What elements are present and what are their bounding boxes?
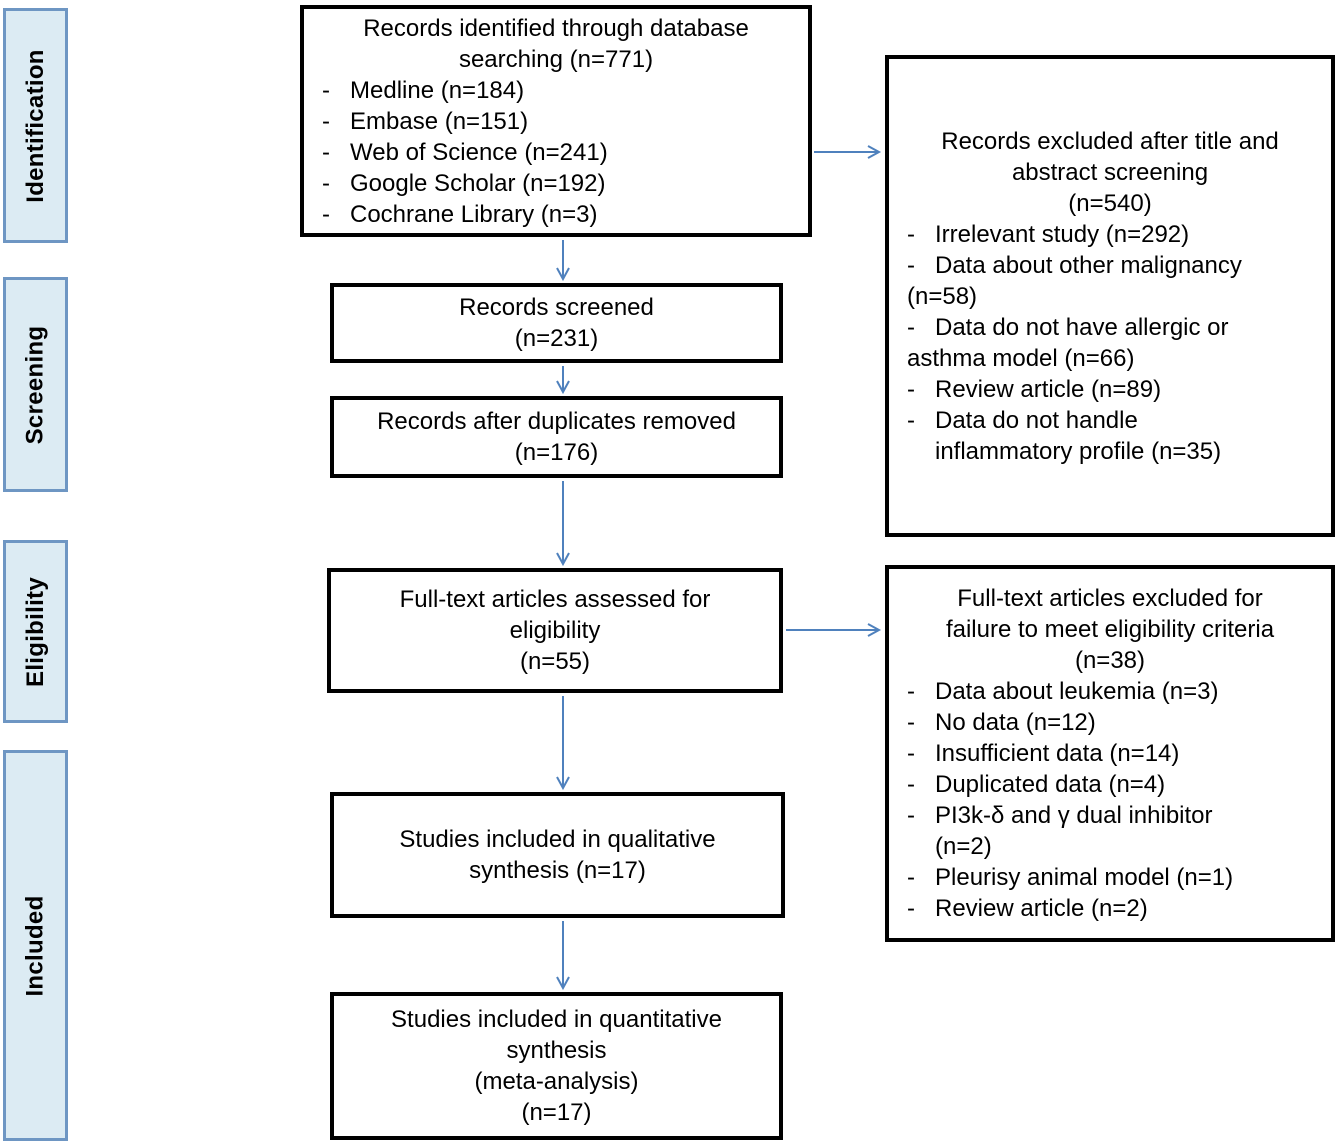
exclusion-reason-list: -Irrelevant study (n=292) -Data about ot… [889, 219, 1331, 467]
dash-bullet: - [907, 375, 915, 403]
dash-bullet: - [907, 678, 915, 705]
dash-bullet: - [907, 220, 915, 248]
box-title-line: failure to meet eligibility criteria [945, 616, 1275, 643]
list-item: -Embase (n=151) [322, 106, 800, 137]
phase-label-included: Included [21, 894, 49, 997]
box-title-line: (n=38) [1074, 647, 1146, 674]
dash-bullet: - [907, 802, 915, 829]
phase-label-screening: Screening [21, 325, 49, 444]
list-item-label: Embase (n=151) [350, 107, 529, 135]
box-title-line: (n=231) [514, 325, 599, 352]
dash-bullet: - [322, 169, 330, 197]
box-title-line: Records after duplicates removed [377, 408, 736, 435]
dash-bullet: - [907, 251, 915, 279]
list-item-label: PI3k-δ and γ dual inhibitor [935, 802, 1213, 829]
list-item: -Review article (n=89) [907, 374, 1323, 405]
list-item: -Cochrane Library (n=3) [322, 199, 800, 230]
dash-bullet: - [907, 313, 915, 341]
list-item-label: Cochrane Library (n=3) [350, 200, 598, 228]
box-title-line: Studies included in quantitative [391, 1006, 722, 1033]
phase-included: Included [3, 750, 68, 1141]
list-item: -Data do not have allergic or [907, 312, 1323, 343]
box-fulltext-excluded: Full-text articles excluded for failure … [885, 565, 1335, 942]
box-qualitative-synthesis: Studies included in qualitative synthesi… [330, 792, 785, 918]
list-item: -Data do not handle [907, 405, 1323, 436]
dash-bullet: - [907, 864, 915, 891]
exclusion-reason-list: -Data about leukemia (n=3) -No data (n=1… [889, 676, 1331, 924]
list-item: -Medline (n=184) [322, 75, 800, 106]
list-item: -Data about leukemia (n=3) [907, 676, 1323, 707]
list-item: -Pleurisy animal model (n=1) [907, 862, 1323, 893]
box-title-line: Studies included in qualitative [399, 826, 716, 853]
dash-bullet: - [907, 771, 915, 798]
dash-bullet: - [322, 138, 330, 166]
box-records-screened: Records screened (n=231) [330, 283, 783, 363]
database-list: -Medline (n=184) -Embase (n=151) -Web of… [304, 75, 808, 230]
dash-bullet: - [322, 76, 330, 104]
dash-bullet: - [907, 740, 915, 767]
dash-bullet: - [907, 895, 915, 922]
list-item: -Data about other malignancy [907, 250, 1323, 281]
list-item-label: Data do not have allergic or [935, 313, 1229, 341]
box-title-line: (n=55) [519, 648, 591, 675]
list-item-continuation: (n=2) [935, 833, 992, 860]
box-title-line: Records screened [459, 294, 654, 321]
list-item: -No data (n=12) [907, 707, 1323, 738]
list-item: -Review article (n=2) [907, 893, 1323, 924]
box-title-line: (meta-analysis) [474, 1068, 639, 1095]
list-item: -Insufficient data (n=14) [907, 738, 1323, 769]
list-item-label: Data do not handle [935, 406, 1138, 434]
list-item-label: Insufficient data (n=14) [935, 740, 1180, 767]
list-item-label: Review article (n=89) [935, 375, 1162, 403]
list-item-label: Pleurisy animal model (n=1) [935, 864, 1234, 891]
box-fulltext-assessed: Full-text articles assessed for eligibil… [327, 568, 783, 693]
list-item: -Google Scholar (n=192) [322, 168, 800, 199]
box-title-line: (n=540) [1068, 189, 1152, 217]
list-item-label: Google Scholar (n=192) [350, 169, 606, 197]
list-item: -Irrelevant study (n=292) [907, 219, 1323, 250]
box-title-line: synthesis (n=17) [469, 857, 646, 884]
list-item-label: No data (n=12) [935, 709, 1096, 736]
box-title-line: searching (n=771) [458, 45, 654, 73]
list-item-continuation: asthma model (n=66) [907, 344, 1135, 372]
phase-identification: Identification [3, 8, 68, 243]
phase-screening: Screening [3, 277, 68, 492]
box-title-line: Full-text articles excluded for [957, 585, 1263, 612]
dash-bullet: - [907, 709, 915, 736]
list-item-label: Medline (n=184) [350, 76, 525, 104]
dash-bullet: - [322, 200, 330, 228]
box-title-line: Records excluded after title and [941, 127, 1279, 155]
box-title-line: Full-text articles assessed for [399, 586, 711, 613]
box-title-line: (n=176) [514, 439, 599, 466]
phase-label-eligibility: Eligibility [21, 576, 49, 687]
list-item-label: Data about other malignancy [935, 251, 1242, 279]
box-title-line: Records identified through database [363, 14, 749, 42]
box-title-line: eligibility [509, 617, 601, 644]
list-item-label: Web of Science (n=241) [350, 138, 608, 166]
list-item: -PI3k-δ and γ dual inhibitor [907, 800, 1323, 831]
box-title-line: abstract screening [1011, 158, 1209, 186]
list-item: -Duplicated data (n=4) [907, 769, 1323, 800]
list-item: -Web of Science (n=241) [322, 137, 800, 168]
dash-bullet: - [907, 406, 915, 434]
list-item-continuation: inflammatory profile (n=35) [935, 437, 1222, 465]
box-duplicates-removed: Records after duplicates removed (n=176) [330, 396, 783, 478]
list-item-label: Irrelevant study (n=292) [935, 220, 1190, 248]
box-records-identified: Records identified through database sear… [300, 5, 812, 237]
box-title-line: synthesis [506, 1037, 607, 1064]
list-item-label: Review article (n=2) [935, 895, 1148, 922]
list-item-label: Duplicated data (n=4) [935, 771, 1166, 798]
list-item-continuation: (n=58) [907, 282, 978, 310]
phase-eligibility: Eligibility [3, 540, 68, 723]
dash-bullet: - [322, 107, 330, 135]
phase-label-identification: Identification [21, 48, 49, 203]
box-records-excluded-screening: Records excluded after title and abstrac… [885, 55, 1335, 537]
box-title-line: (n=17) [521, 1099, 592, 1126]
box-quantitative-synthesis: Studies included in quantitative synthes… [330, 992, 783, 1140]
list-item-label: Data about leukemia (n=3) [935, 678, 1219, 705]
